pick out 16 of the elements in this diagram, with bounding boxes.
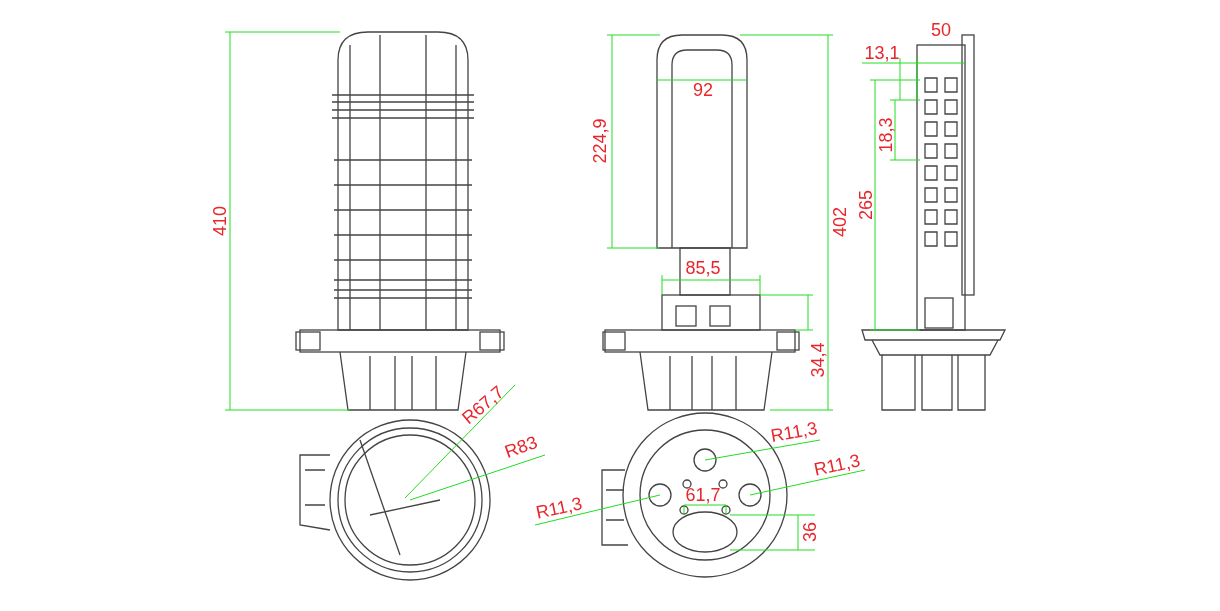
dimension-label: 265 <box>857 190 875 220</box>
dimension-label: 34,4 <box>809 342 827 378</box>
dimension-label: 50 <box>931 21 951 39</box>
dimension-label: 36 <box>801 522 819 542</box>
dimension-label: 402 <box>831 207 849 237</box>
dimension-label: 61,7 <box>685 486 721 504</box>
dimension-label: R11,3 <box>534 494 584 522</box>
dimension-label: R83 <box>502 432 540 462</box>
dimension-label: 18,3 <box>877 117 895 153</box>
dimension-label: 410 <box>211 206 229 236</box>
dimension-label: R11,3 <box>812 451 862 479</box>
dimension-label: 85,5 <box>685 259 721 277</box>
dimension-label: 92 <box>693 81 713 99</box>
dimension-label: 224,9 <box>591 118 609 164</box>
dimension-label: 13,1 <box>864 44 900 62</box>
dimension-label: R11,3 <box>769 419 819 445</box>
